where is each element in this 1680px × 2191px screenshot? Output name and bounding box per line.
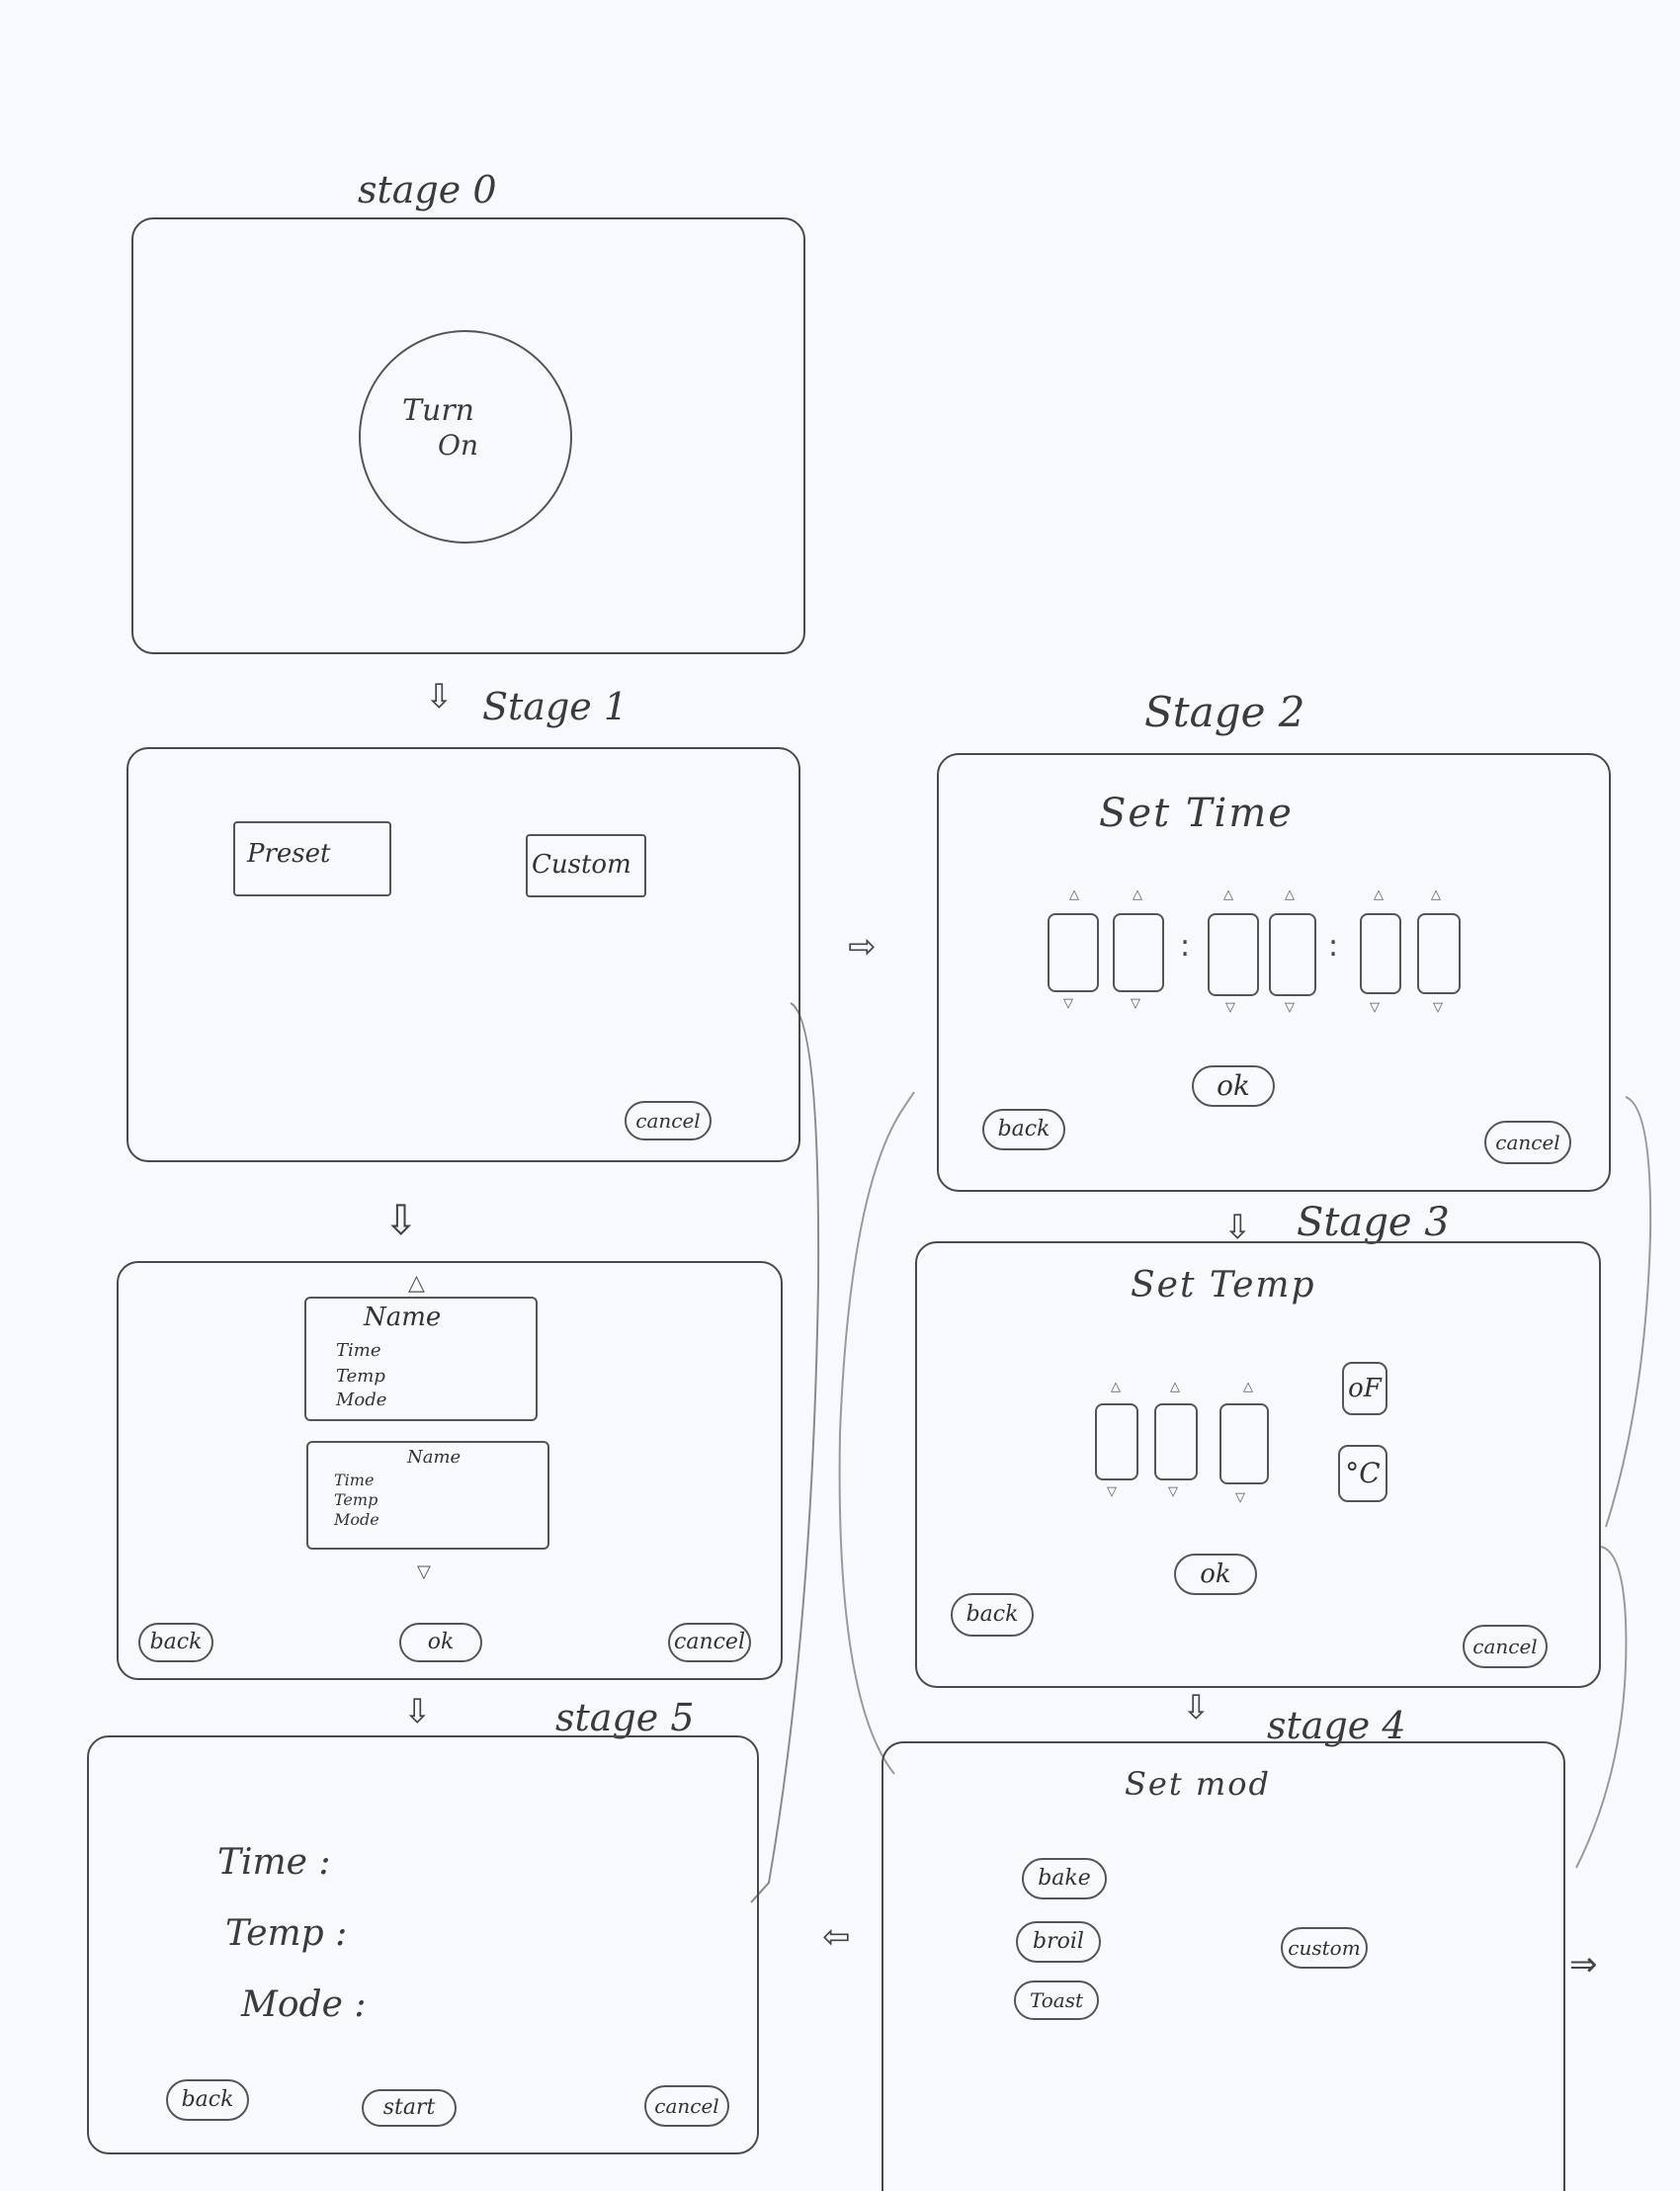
turn-on-label-line2: On bbox=[438, 429, 478, 462]
summary-temp-label: Temp : bbox=[225, 1913, 348, 1954]
set-temp-heading: Set Temp bbox=[1131, 1265, 1316, 1306]
second-ones-down-icon[interactable]: ▽ bbox=[1433, 1000, 1443, 1015]
minute-ones-digit[interactable] bbox=[1269, 913, 1316, 996]
down-arrow-to-stage4: ⇩ bbox=[1182, 1688, 1211, 1728]
stage5-title: stage 5 bbox=[555, 1696, 695, 1739]
stage5-screen: Time : Temp : Mode : back start cancel bbox=[87, 1735, 759, 2154]
temp-hundreds-up-icon[interactable]: △ bbox=[1111, 1380, 1121, 1394]
connector-stage5-to-stage2 bbox=[838, 1091, 915, 1775]
hour-tens-up-icon[interactable]: △ bbox=[1069, 887, 1079, 902]
down-arrow-to-stage1: ⇩ bbox=[425, 677, 454, 716]
cancel-button[interactable]: cancel bbox=[1463, 1625, 1548, 1668]
cancel-button[interactable]: cancel bbox=[1484, 1121, 1571, 1164]
set-time-heading: Set Time bbox=[1099, 791, 1294, 836]
preset-card-mode: Mode bbox=[334, 1510, 379, 1529]
hour-tens-digit[interactable] bbox=[1048, 913, 1099, 992]
turn-on-button[interactable]: Turn On bbox=[359, 330, 572, 544]
second-tens-up-icon[interactable]: △ bbox=[1374, 887, 1384, 902]
cancel-button[interactable]: cancel bbox=[625, 1101, 712, 1140]
broil-button[interactable]: broil bbox=[1016, 1921, 1101, 1963]
back-button[interactable]: back bbox=[982, 1109, 1065, 1150]
minute-ones-up-icon[interactable]: △ bbox=[1285, 887, 1295, 902]
turn-on-label-line1: Turn bbox=[402, 393, 474, 428]
back-button[interactable]: back bbox=[166, 2079, 249, 2121]
preset-card-mode: Mode bbox=[336, 1390, 387, 1410]
cancel-button[interactable]: cancel bbox=[668, 1623, 751, 1662]
preset-card-name: Name bbox=[407, 1447, 462, 1468]
ok-button[interactable]: ok bbox=[1192, 1065, 1275, 1107]
temp-tens-digit[interactable] bbox=[1154, 1403, 1198, 1480]
preset-card[interactable]: Name Time Temp Mode bbox=[304, 1297, 538, 1421]
stage2-title: Stage 2 bbox=[1144, 688, 1305, 736]
start-button[interactable]: start bbox=[362, 2089, 457, 2127]
time-separator: : bbox=[1328, 929, 1339, 964]
second-tens-down-icon[interactable]: ▽ bbox=[1370, 1000, 1380, 1015]
minute-tens-down-icon[interactable]: ▽ bbox=[1225, 1000, 1235, 1015]
minute-tens-up-icon[interactable]: △ bbox=[1223, 887, 1233, 902]
temp-tens-down-icon[interactable]: ▽ bbox=[1168, 1484, 1178, 1499]
stage4-screen: Set mod bake broil Toast custom bbox=[882, 1741, 1565, 2191]
preset-card-name: Name bbox=[364, 1303, 442, 1332]
preset-card-time: Time bbox=[336, 1340, 381, 1361]
set-mode-heading: Set mod bbox=[1125, 1765, 1271, 1803]
back-button[interactable]: back bbox=[138, 1623, 213, 1662]
back-button[interactable]: back bbox=[951, 1593, 1034, 1637]
connector-stage1-to-stage5 bbox=[750, 1002, 820, 1903]
temp-hundreds-digit[interactable] bbox=[1095, 1403, 1138, 1480]
ok-button[interactable]: ok bbox=[399, 1623, 482, 1662]
down-arrow-to-stage3: ⇩ bbox=[1223, 1208, 1252, 1247]
hour-ones-up-icon[interactable]: △ bbox=[1133, 887, 1142, 902]
temp-tens-up-icon[interactable]: △ bbox=[1170, 1380, 1180, 1394]
minute-ones-down-icon[interactable]: ▽ bbox=[1285, 1000, 1295, 1015]
connector-stage3-to-stage2 bbox=[1605, 1096, 1652, 1528]
time-separator: : bbox=[1180, 929, 1191, 964]
stage1-screen: Preset Custom cancel bbox=[126, 747, 800, 1162]
down-arrow-to-preset-list: ⇩ bbox=[383, 1196, 419, 1244]
cancel-button[interactable]: cancel bbox=[644, 2085, 729, 2127]
minute-tens-digit[interactable] bbox=[1208, 913, 1259, 996]
hour-ones-digit[interactable] bbox=[1113, 913, 1164, 992]
preset-card-temp: Temp bbox=[336, 1366, 385, 1387]
ok-button[interactable]: ok bbox=[1174, 1554, 1257, 1595]
bake-button[interactable]: bake bbox=[1022, 1858, 1107, 1899]
stage3-screen: Set Temp △ ▽ △ ▽ △ ▽ oF °C ok back cance… bbox=[915, 1241, 1601, 1688]
preset-card-time: Time bbox=[334, 1471, 375, 1489]
connector-stage4-to-stage3 bbox=[1575, 1546, 1628, 1869]
right-arrow-to-stage2: ⇨ bbox=[848, 927, 877, 967]
fahrenheit-toggle[interactable]: oF bbox=[1342, 1362, 1387, 1415]
temp-ones-digit[interactable] bbox=[1219, 1403, 1269, 1484]
temp-hundreds-down-icon[interactable]: ▽ bbox=[1107, 1484, 1117, 1499]
down-arrow-to-stage5: ⇩ bbox=[403, 1692, 432, 1731]
summary-time-label: Time : bbox=[217, 1842, 331, 1883]
hour-ones-down-icon[interactable]: ▽ bbox=[1131, 996, 1140, 1011]
temp-ones-down-icon[interactable]: ▽ bbox=[1235, 1490, 1245, 1505]
celsius-toggle[interactable]: °C bbox=[1338, 1445, 1387, 1502]
hour-tens-down-icon[interactable]: ▽ bbox=[1063, 996, 1073, 1011]
preset-card-temp: Temp bbox=[334, 1490, 378, 1509]
forward-arrow-icon: ⇒ bbox=[1569, 1945, 1598, 1984]
toast-button[interactable]: Toast bbox=[1014, 1980, 1099, 2020]
second-ones-up-icon[interactable]: △ bbox=[1431, 887, 1441, 902]
second-tens-digit[interactable] bbox=[1360, 913, 1401, 994]
custom-mode-button[interactable]: custom bbox=[1281, 1927, 1368, 1969]
temp-ones-up-icon[interactable]: △ bbox=[1243, 1380, 1253, 1394]
scroll-down-icon[interactable]: ▽ bbox=[417, 1561, 431, 1582]
stage0-title: stage 0 bbox=[358, 168, 497, 211]
stage3-title: Stage 3 bbox=[1297, 1200, 1450, 1245]
preset-list-screen: △ Name Time Temp Mode Name Time Temp Mod… bbox=[117, 1261, 783, 1680]
preset-button[interactable]: Preset bbox=[233, 821, 391, 896]
custom-button[interactable]: Custom bbox=[526, 834, 646, 897]
stage1-title: Stage 1 bbox=[482, 685, 629, 728]
summary-mode-label: Mode : bbox=[241, 1984, 367, 2025]
preset-card[interactable]: Name Time Temp Mode bbox=[306, 1441, 549, 1550]
stage0-screen: Turn On bbox=[131, 217, 805, 654]
left-arrow-to-stage5: ⇦ bbox=[822, 1917, 851, 1957]
second-ones-digit[interactable] bbox=[1417, 913, 1461, 994]
scroll-up-icon[interactable]: △ bbox=[408, 1271, 425, 1296]
stage2-screen: Set Time △ ▽ △ ▽ : △ ▽ △ ▽ : △ ▽ △ ▽ ok … bbox=[937, 753, 1611, 1192]
stage4-title: stage 4 bbox=[1267, 1704, 1406, 1747]
